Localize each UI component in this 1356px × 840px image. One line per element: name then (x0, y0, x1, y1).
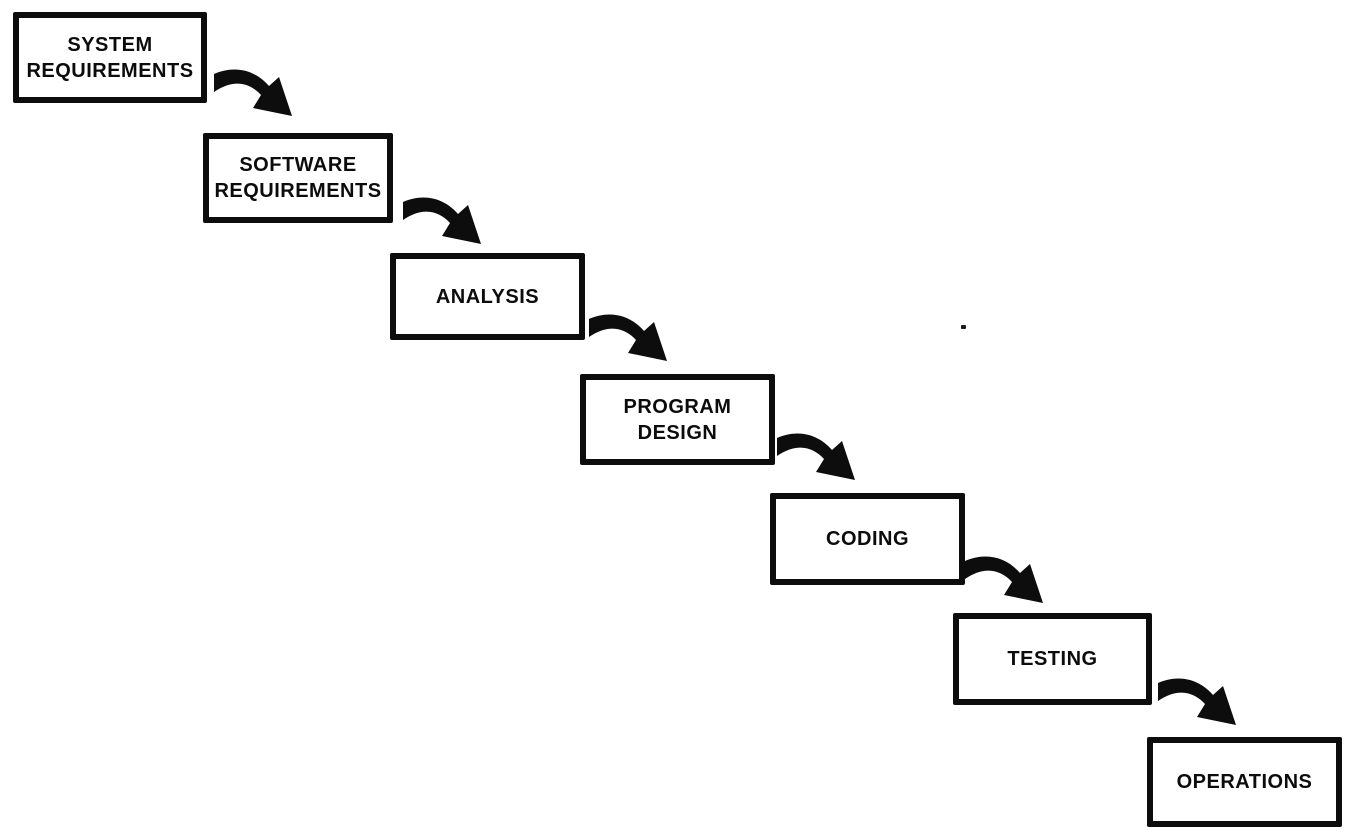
flow-arrow-icon (211, 64, 295, 124)
stage-label-program-design: PROGRAM DESIGN (623, 395, 732, 444)
stage-label-system-requirements: SYSTEM REQUIREMENTS (26, 33, 194, 82)
stage-box-operations: OPERATIONS (1147, 737, 1342, 827)
flow-arrow-icon (774, 428, 858, 488)
stage-box-analysis: ANALYSIS (390, 253, 585, 340)
stage-box-testing: TESTING (953, 613, 1152, 705)
stage-label-analysis: ANALYSIS (435, 285, 540, 308)
stage-label-software-requirements: SOFTWARE REQUIREMENTS (214, 154, 382, 202)
scan-artifact-dot (961, 325, 966, 329)
stage-label-testing: TESTING (1007, 648, 1098, 670)
stage-box-software-requirements: SOFTWARE REQUIREMENTS (203, 133, 393, 223)
flow-arrow-icon (400, 192, 484, 252)
stage-label-operations: OPERATIONS (1176, 771, 1313, 793)
flow-arrow-icon (962, 551, 1046, 611)
stage-label-coding: CODING (826, 528, 909, 550)
stage-box-coding: CODING (770, 493, 965, 585)
flow-arrow-icon (1155, 673, 1239, 733)
stage-box-system-requirements: SYSTEM REQUIREMENTS (13, 12, 207, 103)
stage-box-program-design: PROGRAM DESIGN (580, 374, 775, 465)
flow-arrow-icon (586, 309, 670, 369)
